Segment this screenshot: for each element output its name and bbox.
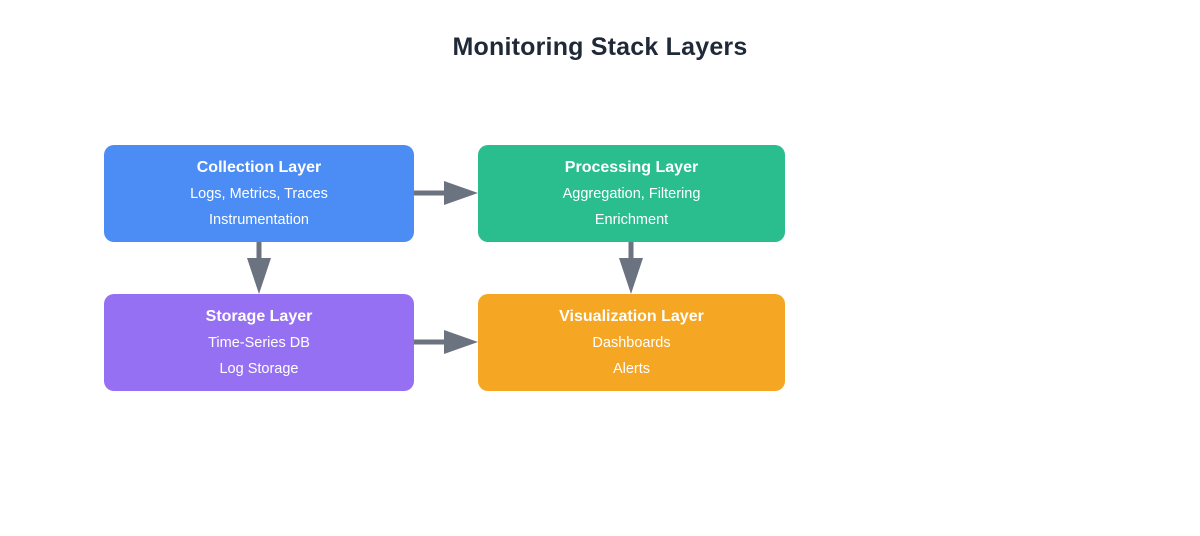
node-processing-layer: Processing Layer Aggregation, Filtering … (478, 145, 785, 242)
node-line: Instrumentation (209, 211, 309, 228)
node-line: Enrichment (594, 211, 669, 228)
node-storage-layer: Storage Layer Time-Series DB Log Storage (104, 294, 414, 391)
node-collection-layer: Collection Layer Logs, Metrics, Traces I… (104, 145, 414, 242)
node-line: Aggregation, Filtering (562, 186, 701, 202)
arrow-down-icon (247, 242, 271, 294)
node-title: Visualization Layer (559, 308, 704, 325)
node-line: Alerts (612, 360, 651, 377)
node-line: Log Storage (219, 360, 299, 377)
node-title: Processing Layer (564, 159, 699, 176)
arrow-right-icon (414, 181, 478, 205)
node-line: Dashboards (592, 335, 671, 351)
node-line: Logs, Metrics, Traces (190, 186, 328, 202)
node-title: Collection Layer (196, 159, 322, 176)
node-title: Storage Layer (205, 308, 313, 325)
node-visualization-layer: Visualization Layer Dashboards Alerts (478, 294, 785, 391)
arrow-down-icon (619, 242, 643, 294)
arrow-right-icon (414, 330, 478, 354)
diagram-title: Monitoring Stack Layers (452, 33, 748, 61)
node-line: Time-Series DB (208, 335, 310, 351)
